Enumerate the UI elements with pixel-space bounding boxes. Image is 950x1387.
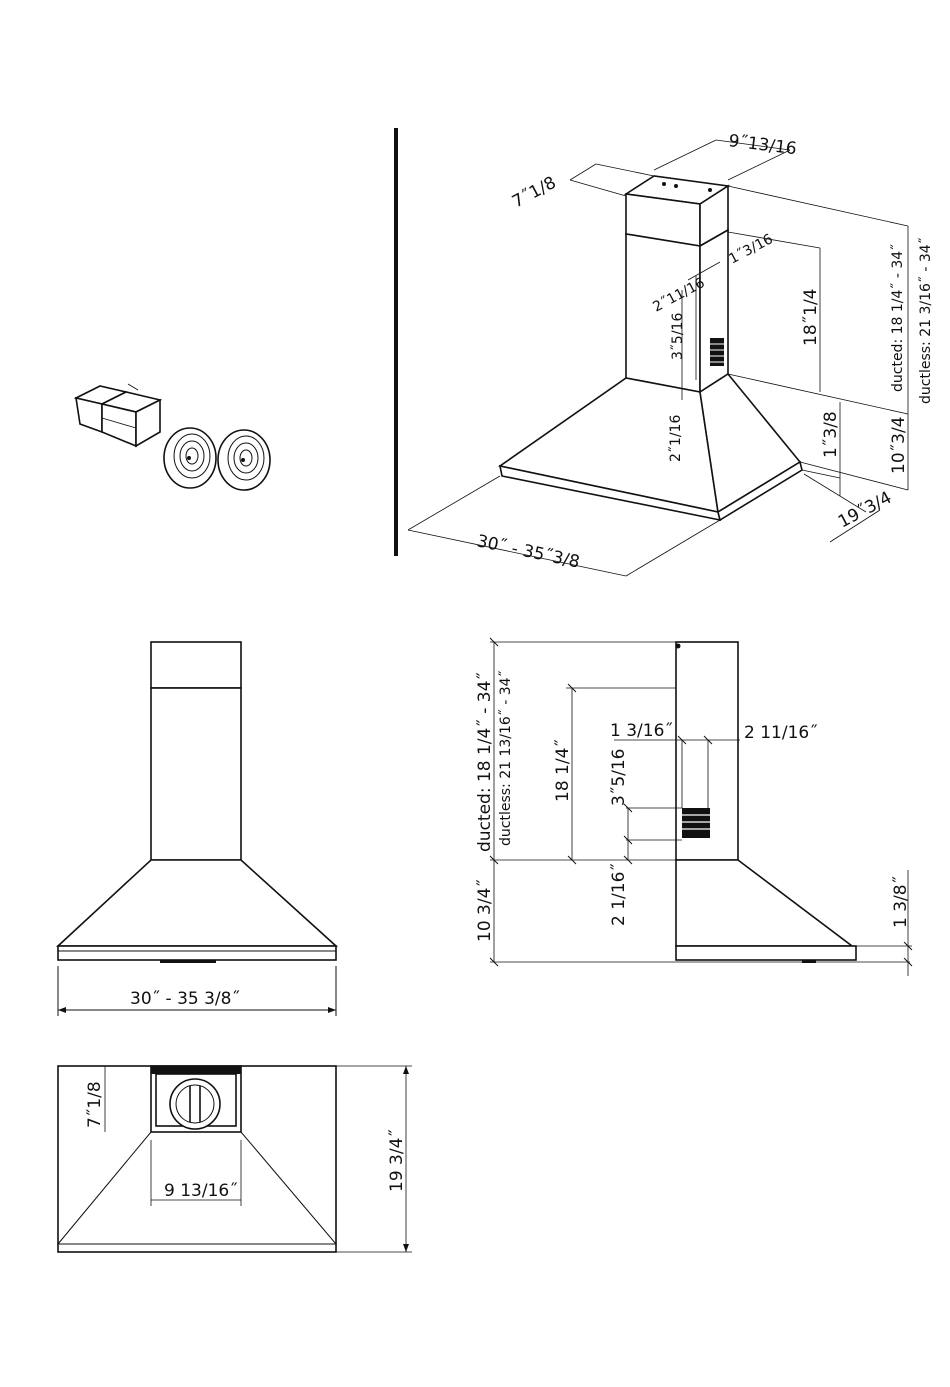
iso-depth-label: 19˝3/4	[835, 488, 895, 533]
charcoal-filter-1	[164, 428, 216, 488]
iso-lower-offset-label: 2˝1/16	[668, 415, 684, 462]
side-chimney-height-label: 18 1/4˝	[553, 739, 573, 802]
isometric-view	[408, 140, 908, 576]
top-depth-label: 19 3/4˝	[387, 1129, 407, 1192]
side-vent-height-label: 3˝5/16	[609, 749, 629, 807]
side-ducted-label: ducted: 18 1/4˝ - 34˝	[475, 672, 495, 852]
top-view	[58, 1066, 412, 1252]
accessories-illustration	[76, 384, 270, 490]
side-ductless-label: ductless: 21 13/16˝ - 34˝	[498, 670, 514, 846]
side-canopy-height-label: 10 3/4˝	[475, 879, 495, 942]
side-lower-offset-label: 2 1/16˝	[609, 863, 629, 926]
side-view	[490, 638, 912, 976]
side-lip-label: 1 3/8˝	[891, 876, 911, 928]
iso-chimney-height-label: 18˝1/4	[801, 289, 821, 347]
iso-top-width-label: 9˝13/16	[727, 131, 797, 159]
top-duct-depth-label: 7˝1/8	[85, 1081, 105, 1128]
side-offset1-label: 1 3/16˝	[610, 721, 673, 741]
charcoal-filter-2	[218, 430, 270, 490]
top-duct-width-label: 9 13/16˝	[164, 1181, 238, 1201]
iso-side-offset-label: 1˝3/16	[726, 231, 775, 267]
duct-adapter	[76, 384, 160, 446]
front-width-label: 30˝ - 35 3/8˝	[130, 989, 240, 1009]
front-view	[58, 642, 336, 1016]
iso-vent-height-label: 3˝5/16	[670, 313, 686, 360]
iso-width-label: 30˝ - 35˝3/8	[475, 531, 581, 572]
iso-canopy-height-label: 10˝3/4	[889, 417, 909, 475]
iso-ductless-label: ductless: 21 3/16˝ - 34˝	[918, 237, 934, 404]
iso-ducted-label: ducted: 18 1/4˝ - 34˝	[890, 244, 906, 392]
iso-canopy-lip-label: 1˝3/8	[821, 411, 841, 458]
side-offset2-label: 2 11/16˝	[744, 723, 818, 743]
iso-top-depth-label: 7˝1/8	[509, 173, 560, 213]
